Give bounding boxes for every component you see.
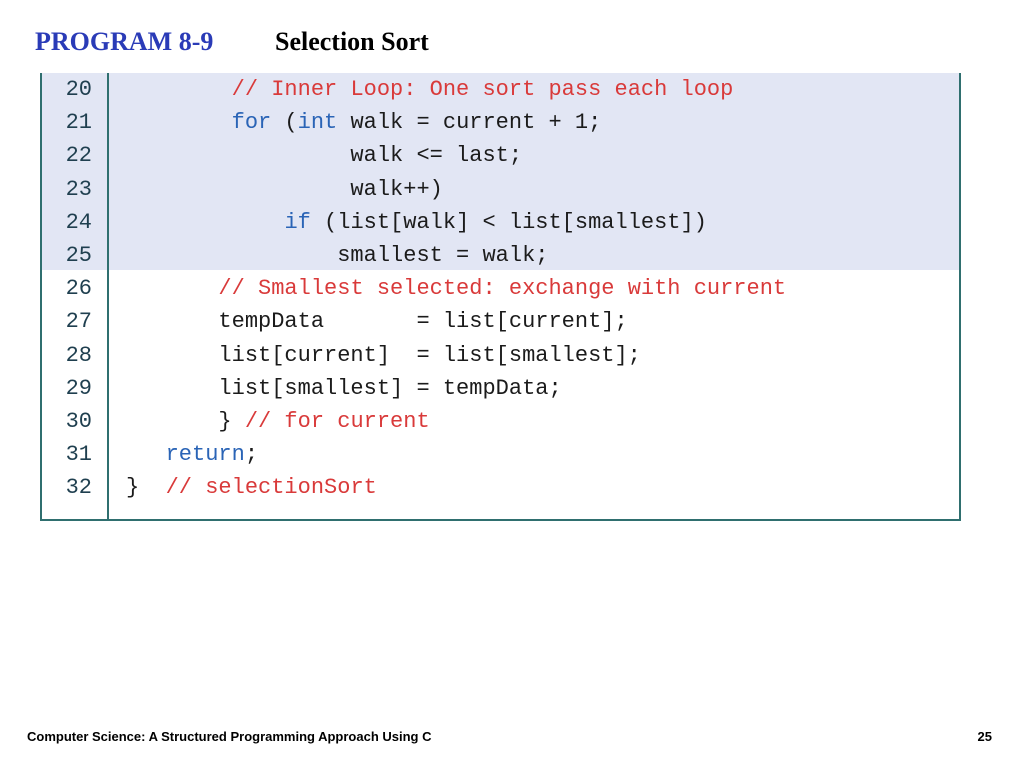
line-number: 26 xyxy=(65,276,92,302)
code-line: 29 list[smallest] = tempData; xyxy=(42,372,959,405)
code-text: list[current] = list[smallest]; xyxy=(126,342,641,368)
code-line: 21 for (int walk = current + 1; xyxy=(42,106,959,139)
line-number: 21 xyxy=(65,110,92,136)
code-keyword: if xyxy=(284,209,311,235)
line-code: // Smallest selected: exchange with curr… xyxy=(126,272,786,305)
code-text: walk <= last; xyxy=(126,143,523,169)
line-code: } // for current xyxy=(126,405,430,438)
code-line: 31 return; xyxy=(42,438,959,471)
code-text: ; xyxy=(244,442,259,468)
line-number: 20 xyxy=(65,77,92,102)
code-line: 30 } // for current xyxy=(42,405,959,438)
code-comment: // Smallest selected: exchange with curr… xyxy=(218,276,787,302)
line-code: } // selectionSort xyxy=(126,471,377,504)
code-text: tempData = list[current]; xyxy=(126,309,628,335)
code-text xyxy=(126,276,218,301)
code-text: ( xyxy=(271,110,298,136)
program-label: PROGRAM 8-9 xyxy=(35,27,214,56)
code-text xyxy=(126,77,232,102)
gutter-separator xyxy=(107,73,109,519)
line-number: 28 xyxy=(65,342,92,368)
code-line: 24 if (list[walk] < list[smallest]) xyxy=(42,206,959,239)
line-number: 22 xyxy=(65,143,92,169)
highlight-band xyxy=(42,73,959,270)
line-number: 24 xyxy=(65,209,92,235)
code-line: 20 // Inner Loop: One sort pass each loo… xyxy=(42,73,959,106)
line-code: // Inner Loop: One sort pass each loop xyxy=(126,73,734,106)
code-text xyxy=(126,110,232,135)
line-number: 31 xyxy=(65,442,92,468)
line-number: 29 xyxy=(65,375,92,401)
line-code: list[current] = list[smallest]; xyxy=(126,339,641,372)
code-comment: // selectionSort xyxy=(165,475,377,501)
code-keyword: return xyxy=(165,442,245,468)
line-code: smallest = walk; xyxy=(126,239,548,272)
code-text xyxy=(126,210,284,235)
line-code: tempData = list[current]; xyxy=(126,305,628,338)
code-line: 28 list[current] = list[smallest]; xyxy=(42,339,959,372)
code-text: walk++) xyxy=(126,176,443,202)
footer-book-title: Computer Science: A Structured Programmi… xyxy=(27,729,432,744)
code-line: 32} // selectionSort xyxy=(42,471,959,504)
page-number: 25 xyxy=(977,729,992,744)
code-line: 26 // Smallest selected: exchange with c… xyxy=(42,272,959,305)
code-line: 25 smallest = walk; xyxy=(42,239,959,272)
line-number: 25 xyxy=(65,242,92,268)
line-code: list[smallest] = tempData; xyxy=(126,372,562,405)
line-number: 23 xyxy=(65,176,92,202)
line-code: return; xyxy=(126,438,258,471)
line-number: 27 xyxy=(65,309,92,335)
code-keyword: int xyxy=(297,110,338,136)
line-code: for (int walk = current + 1; xyxy=(126,106,602,139)
line-number: 30 xyxy=(65,408,92,434)
code-text: } xyxy=(126,475,166,501)
program-title: Selection Sort xyxy=(275,27,429,56)
line-number: 32 xyxy=(65,475,92,501)
code-text: } xyxy=(126,408,245,434)
line-code: walk <= last; xyxy=(126,139,522,172)
code-comment: // Inner Loop: One sort pass each loop xyxy=(231,77,734,102)
code-line: 27 tempData = list[current]; xyxy=(42,305,959,338)
code-text: smallest = walk; xyxy=(126,242,549,268)
code-panel: 20 // Inner Loop: One sort pass each loo… xyxy=(40,73,961,521)
code-comment: // for current xyxy=(244,408,430,434)
code-text: walk = current + 1; xyxy=(337,110,602,136)
code-line: 23 walk++) xyxy=(42,173,959,206)
code-line: 22 walk <= last; xyxy=(42,139,959,172)
line-code: if (list[walk] < list[smallest]) xyxy=(126,206,707,239)
code-text xyxy=(126,442,166,467)
code-text: (list[walk] < list[smallest]) xyxy=(310,209,707,235)
code-keyword: for xyxy=(231,110,272,136)
line-code: walk++) xyxy=(126,173,443,206)
code-lines: 20 // Inner Loop: One sort pass each loo… xyxy=(42,73,959,504)
code-text: list[smallest] = tempData; xyxy=(126,375,562,401)
